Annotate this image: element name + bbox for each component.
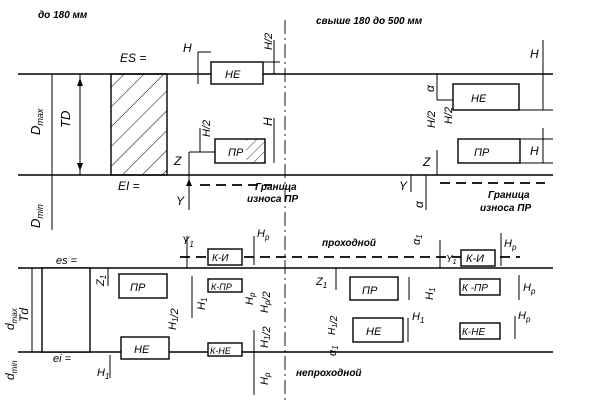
wear-limit-label-1: Граница xyxy=(255,182,297,193)
es-label: es = xyxy=(56,255,78,267)
arrow xyxy=(77,78,83,86)
TD-label: TD xyxy=(58,111,73,128)
dmax-label: dmax xyxy=(3,307,19,330)
Hp-label-mid: Hp xyxy=(244,292,257,305)
alpha1-label-bottom: α1 xyxy=(327,345,340,356)
arrow xyxy=(186,179,192,186)
gauge-HE-shaft-right xyxy=(352,317,404,343)
gauge-KHE-left xyxy=(207,342,243,357)
gauge-KPR-right xyxy=(459,278,501,296)
gauge-HE-shaft-left xyxy=(120,336,170,360)
Z1-label-right: Z1 xyxy=(315,276,327,290)
H2-label-pr: H/2 xyxy=(201,120,213,137)
gauge-KI-label: К-И xyxy=(212,253,229,264)
alpha1-label: α1 xyxy=(411,234,424,245)
shaft-tolerance-field xyxy=(41,267,91,353)
gauge-PR-shaft-left xyxy=(118,273,168,299)
Hp2-label: Hp/2 xyxy=(259,291,273,313)
header-left: до 180 мм xyxy=(38,10,88,21)
H2-label: H/2 xyxy=(263,33,275,50)
Y1-label-right: Y1 xyxy=(446,254,457,266)
H2-label-right-a: H/2 xyxy=(426,111,438,128)
H1-label-right: H1 xyxy=(424,288,437,300)
H1-label-right-2: H1 xyxy=(412,311,424,325)
wear-limit-label-2: износа ПР xyxy=(247,194,298,205)
gauge-PR-shaft-label: ПР xyxy=(130,282,146,294)
EI-label: EI = xyxy=(118,179,140,193)
H1-2-label: H1/2 xyxy=(167,308,181,330)
pr-wear-hatch xyxy=(246,139,265,163)
Dmin-label: Dmin xyxy=(28,204,45,228)
ei-label: ei = xyxy=(53,353,72,365)
H1-label-mid: H1 xyxy=(196,298,209,310)
wear-limit-right-label-1: Граница xyxy=(488,190,530,201)
gauge-HE-hole-left xyxy=(210,61,264,85)
gauge-PR-shaft-right-label: ПР xyxy=(362,285,378,297)
gauge-HE-label: НЕ xyxy=(225,69,241,81)
H-label-right: H xyxy=(530,47,539,61)
H-label-right-pr: H xyxy=(530,144,539,158)
Z1-label: Z1 xyxy=(95,275,108,287)
gauge-HE-shaft-label: НЕ xyxy=(134,344,150,356)
Hp-label-right-2: Hp xyxy=(523,282,536,296)
gauge-KPR-left xyxy=(207,278,243,293)
Hp-label: Hp xyxy=(257,228,270,242)
Hp-label-right-3: Hp xyxy=(518,310,531,324)
ES-label: ES = xyxy=(120,51,146,65)
wear-limit-right-label-2: износа ПР xyxy=(480,203,531,214)
gauge-KHE-right-label: К-НЕ xyxy=(462,327,485,338)
gauge-KI-right-label: К-И xyxy=(466,253,484,265)
gauge-KPR-right-label: К -ПР xyxy=(462,283,488,294)
gauge-PR-hole-right xyxy=(457,138,521,164)
Hp-label-bottom: Hp xyxy=(259,372,272,385)
header-right: свыше 180 до 500 мм xyxy=(316,16,423,27)
gauge-KI-right xyxy=(460,249,496,267)
dmin-label: dmin xyxy=(3,360,19,380)
Y1-label: Y1 xyxy=(182,235,194,249)
Y-label-right: Y xyxy=(399,179,408,193)
H1-label-left: H1 xyxy=(97,367,109,381)
H1-2-label-b: H1/2 xyxy=(259,326,273,348)
hole-tolerance-field xyxy=(110,73,168,176)
alpha-label-right-2: α xyxy=(412,200,426,208)
H-label-pr: H xyxy=(261,117,275,126)
H2-label-right-b: H/2 xyxy=(443,107,455,124)
H-label: H xyxy=(183,41,192,55)
gauge-HE-right-label: НЕ xyxy=(471,93,487,105)
Y-label: Y xyxy=(176,194,185,208)
Hp-label-right: Hp xyxy=(504,238,517,252)
arrow xyxy=(77,163,83,171)
Td-label: Td xyxy=(17,308,31,322)
gauge-KPR-left-label: К-ПР xyxy=(211,282,232,292)
alpha-label-right: α xyxy=(423,84,437,92)
nogo-label: непроходной xyxy=(296,368,362,379)
gauge-HE-hole-right xyxy=(452,83,520,111)
Z-label-right: Z xyxy=(422,155,431,169)
gauge-HE-shaft-right-label: НЕ xyxy=(366,326,382,338)
go-label: проходной xyxy=(322,238,376,249)
gauge-KI-left xyxy=(207,248,243,266)
gauge-PR-label: ПР xyxy=(228,147,244,159)
H1-2-label-right: H1/2 xyxy=(327,315,340,335)
Dmax-label: Dmax xyxy=(28,108,45,135)
gauge-KHE-right xyxy=(459,322,501,340)
Z-label: Z xyxy=(173,154,182,168)
gauge-PR-right-label: ПР xyxy=(474,147,490,159)
gauge-KHE-left-label: К-НЕ xyxy=(210,346,232,356)
gauge-PR-shaft-right xyxy=(349,276,399,301)
